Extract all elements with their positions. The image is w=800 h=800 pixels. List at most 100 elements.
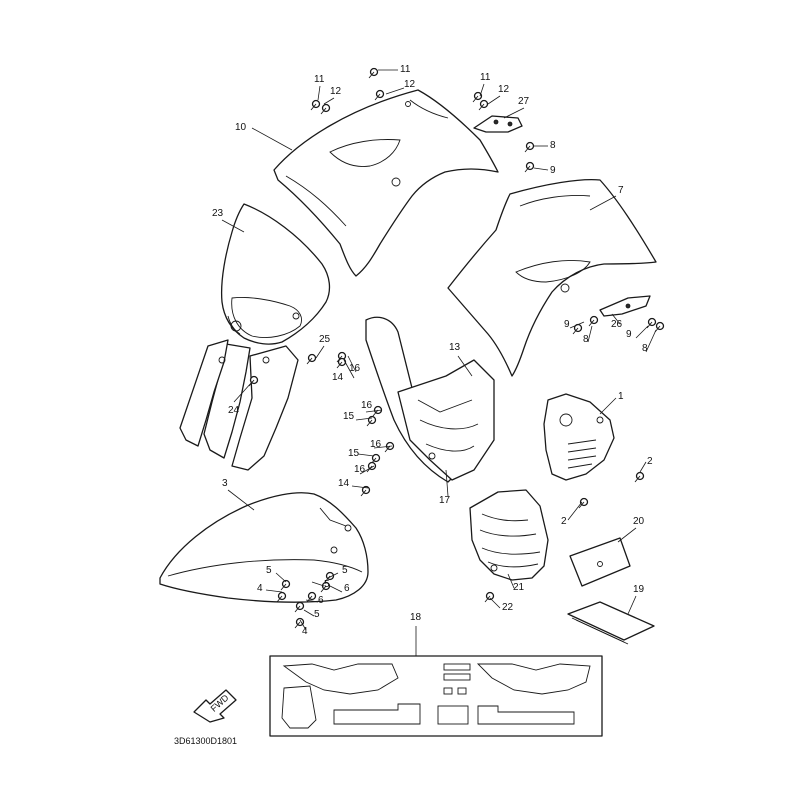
bolt-shank (280, 583, 287, 591)
leader-line (317, 85, 321, 101)
callout-9[interactable]: 9 (564, 319, 570, 330)
hardware-fasteners (248, 67, 665, 629)
part-23-headlight-cover[interactable] (179, 203, 331, 471)
part-7-side-cover[interactable] (447, 178, 657, 377)
bolt-shank (478, 103, 485, 111)
part-1-sprocket-cover[interactable] (543, 393, 615, 481)
callout-6[interactable]: 6 (344, 583, 350, 594)
leader-lines (221, 69, 657, 656)
bolt-shank (578, 501, 585, 509)
callout-9[interactable]: 9 (550, 165, 556, 176)
callout-12[interactable]: 12 (330, 86, 342, 97)
bolt-shank (646, 321, 653, 329)
callout-12[interactable]: 12 (498, 84, 510, 95)
leader-line (299, 619, 307, 631)
leader-line (327, 572, 339, 579)
callout-27[interactable]: 27 (518, 96, 530, 107)
part-18-graphic-set[interactable] (269, 655, 603, 737)
leader-line (233, 381, 253, 403)
callout-10[interactable]: 10 (235, 122, 247, 133)
callout-25[interactable]: 25 (319, 334, 331, 345)
leader-line (351, 485, 369, 489)
leader-line (645, 329, 657, 353)
callout-14[interactable]: 14 (338, 478, 350, 489)
leader-line (627, 595, 637, 615)
bolt-shank (634, 475, 641, 483)
part-26-bracket[interactable] (599, 295, 651, 317)
callout-9[interactable]: 9 (626, 329, 632, 340)
part-10-side-cover[interactable] (273, 89, 499, 277)
callout-16[interactable]: 16 (361, 400, 373, 411)
callout-13[interactable]: 13 (449, 342, 461, 353)
callout-23[interactable]: 23 (212, 208, 224, 219)
callout-5[interactable]: 5 (342, 565, 348, 576)
callout-labels: 11 12 11 12 11 12 27 10 8 9 7 23 9 8 26 … (212, 64, 653, 637)
callout-4[interactable]: 4 (302, 626, 308, 637)
leader-line (457, 355, 473, 377)
callout-7[interactable]: 7 (618, 185, 624, 196)
bolt-shank (384, 445, 391, 453)
leader-line (315, 345, 325, 359)
callout-18[interactable]: 18 (410, 612, 422, 623)
part-19-pad[interactable] (567, 601, 655, 645)
callout-15[interactable]: 15 (343, 411, 355, 422)
leader-line (305, 599, 319, 603)
callout-4[interactable]: 4 (257, 583, 263, 594)
bolt-shank (374, 93, 381, 101)
leader-line (251, 127, 293, 151)
callout-22[interactable]: 22 (502, 602, 514, 613)
bolt-shank (366, 419, 373, 427)
callout-2[interactable]: 2 (561, 516, 567, 527)
leader-line (357, 453, 375, 457)
callout-3[interactable]: 3 (222, 478, 228, 489)
bolt-shank (524, 165, 531, 173)
callout-26[interactable]: 26 (611, 319, 623, 330)
callout-2[interactable]: 2 (647, 456, 653, 467)
bolt-shank (360, 489, 367, 497)
leader-line (343, 359, 355, 379)
leader-line (373, 445, 393, 449)
part-21-chain-guard[interactable] (469, 489, 549, 581)
part-27-bracket[interactable] (473, 115, 523, 133)
callout-11[interactable]: 11 (314, 74, 325, 85)
bolt-shank (484, 595, 491, 603)
callout-16[interactable]: 16 (370, 439, 382, 450)
callout-1[interactable]: 1 (618, 391, 624, 402)
part-13-inner-panel[interactable] (365, 316, 495, 483)
leader-line (569, 321, 585, 329)
leader-line (489, 597, 501, 609)
part-20-plate[interactable] (569, 537, 631, 587)
callout-17[interactable]: 17 (439, 495, 451, 506)
callout-14[interactable]: 14 (332, 372, 344, 383)
callout-20[interactable]: 20 (633, 516, 645, 527)
leader-line (329, 585, 343, 593)
bolt-shank (336, 361, 343, 369)
callout-19[interactable]: 19 (633, 584, 645, 595)
leader-line (221, 219, 245, 233)
callout-5[interactable]: 5 (324, 579, 330, 590)
callout-21[interactable]: 21 (513, 582, 525, 593)
callout-5[interactable]: 5 (314, 609, 320, 620)
bolt-shank (472, 95, 479, 103)
callout-8[interactable]: 8 (642, 343, 648, 354)
bolt-shank (320, 107, 327, 115)
leader-line (507, 573, 515, 589)
callout-8[interactable]: 8 (583, 334, 589, 345)
callout-16[interactable]: 16 (354, 464, 366, 475)
bolt-shank (588, 319, 595, 327)
bolt-shank (294, 605, 301, 613)
leader-line (445, 469, 449, 497)
leader-line (587, 325, 593, 343)
callout-16[interactable]: 16 (349, 363, 361, 374)
leader-line (347, 355, 357, 373)
part-3-front-fender[interactable] (159, 492, 369, 603)
callout-24[interactable]: 24 (228, 405, 240, 416)
callout-11[interactable]: 11 (400, 64, 411, 75)
callout-6[interactable]: 6 (318, 595, 324, 606)
callout-11[interactable]: 11 (480, 72, 491, 83)
callout-5[interactable]: 5 (266, 565, 272, 576)
callout-15[interactable]: 15 (348, 448, 360, 459)
callout-12[interactable]: 12 (404, 79, 416, 90)
callout-8[interactable]: 8 (550, 140, 556, 151)
